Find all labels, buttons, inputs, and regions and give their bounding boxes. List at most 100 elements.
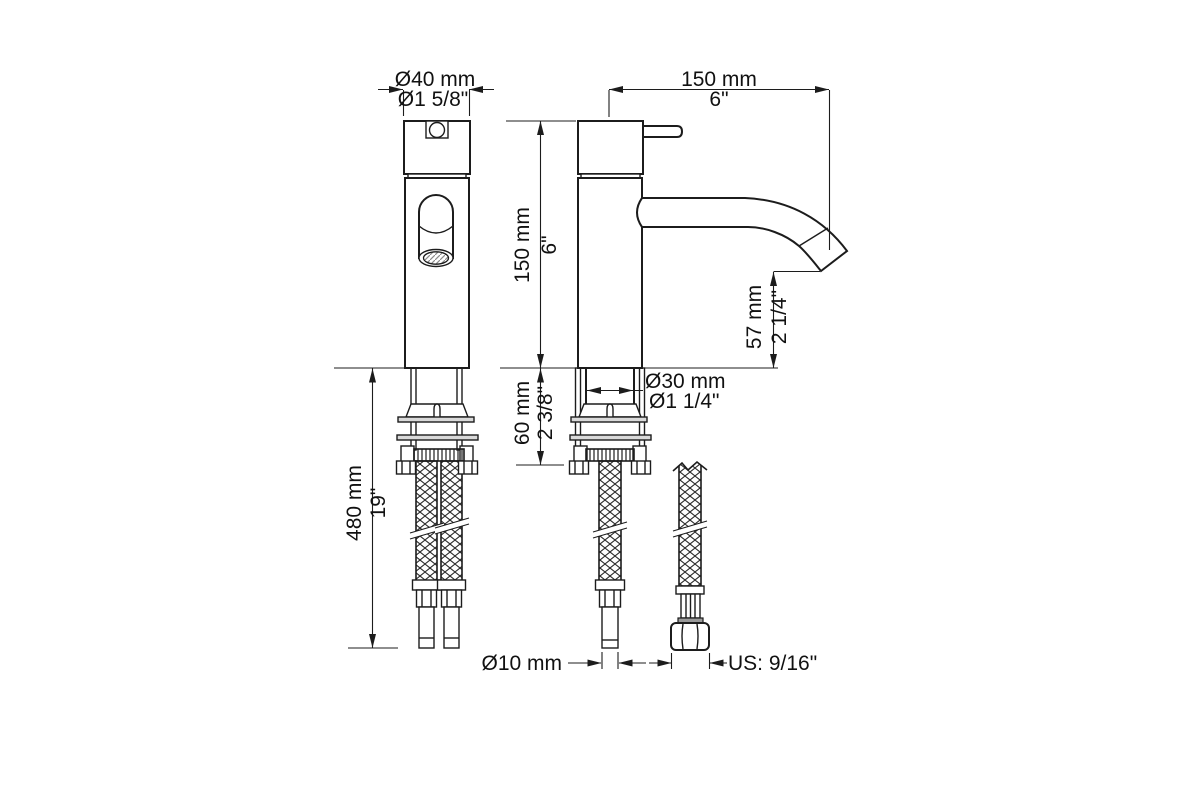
hose-collar	[675, 585, 705, 595]
dim-label-mm: 60 mm	[511, 381, 534, 445]
spout-side	[636, 197, 849, 273]
dim-hose-length: 480 mm 19"	[334, 367, 404, 649]
arrowhead	[619, 387, 633, 394]
mounting-hardware-side	[568, 403, 652, 475]
faucet-body	[577, 177, 643, 369]
hose-connector	[415, 589, 438, 608]
handle-lever	[642, 125, 684, 138]
dim-label-mm: 57 mm	[743, 285, 766, 349]
dim-label-inch: 2 1/4"	[768, 290, 791, 344]
hose-break-mark	[672, 520, 708, 538]
supply-hose-side	[592, 460, 628, 649]
arrowhead	[369, 634, 376, 648]
hose-collar	[594, 579, 626, 591]
dim-spout-reach: 150 mm 6"	[608, 68, 831, 250]
hex-facets	[681, 623, 699, 650]
dim-handle-width: Ø40 mm Ø1 5/8"	[378, 68, 494, 116]
bolt-head	[457, 460, 479, 475]
bolt-facets	[636, 461, 646, 474]
base-plate	[397, 416, 475, 423]
copper-pipe	[418, 606, 435, 649]
knurled-locknut	[585, 448, 635, 462]
braided-hose	[598, 460, 622, 582]
bolt-head	[568, 460, 590, 475]
dim-label-inch: 6"	[538, 235, 561, 254]
arrowhead	[369, 368, 376, 383]
spout-tip-line	[798, 227, 829, 247]
stud-nut	[400, 445, 415, 463]
hose-torn-edge	[672, 460, 708, 472]
shank	[585, 367, 635, 406]
arrowhead	[537, 121, 544, 135]
arrowhead	[537, 451, 544, 465]
arrowhead	[537, 368, 544, 383]
arrowhead	[389, 86, 403, 93]
mounting-hardware-front	[395, 403, 479, 475]
aerator	[422, 251, 450, 265]
hose-collar	[411, 579, 442, 591]
dim-shank-diameter: Ø30 mm Ø1 1/4"	[587, 370, 726, 413]
dim-spout-height: 57 mm 2 1/4"	[500, 270, 820, 369]
dim-label-mm: 150 mm	[511, 207, 534, 283]
arrowhead	[587, 659, 602, 667]
spout-curve-line	[418, 225, 454, 234]
hose-break-mark	[593, 522, 627, 538]
dim-label-mm: Ø10 mm	[481, 652, 562, 675]
dim-body-height: 150 mm 6"	[506, 120, 576, 368]
arrowhead	[587, 387, 601, 394]
arrowhead	[657, 659, 672, 667]
lever-end-circle	[428, 121, 446, 139]
arrowhead	[609, 86, 623, 93]
arrowhead	[815, 86, 829, 93]
bolt-facets	[401, 461, 411, 474]
bolt-facets	[463, 461, 473, 474]
supply-hoses-front	[409, 460, 470, 649]
dim-label-inch: Ø1 5/8"	[398, 88, 469, 111]
dimension-annotations: Ø40 mm Ø1 5/8" 150 mm 6" 150 mm 6"	[334, 68, 831, 675]
dim-connector-size: US: 9/16"	[649, 652, 817, 675]
bolt-facets	[574, 461, 584, 474]
spout-front	[418, 194, 454, 268]
stud-nut	[573, 445, 588, 463]
washer-plate	[569, 434, 652, 441]
dim-label-inch: 2 3/8"	[534, 386, 557, 440]
bolt-head	[395, 460, 417, 475]
handle-block	[577, 120, 644, 175]
connector-ribs	[446, 590, 457, 607]
dim-under-deck: 60 mm 2 3/8"	[511, 368, 564, 466]
arrowhead	[537, 354, 544, 368]
hose-connector	[598, 589, 622, 608]
spout-outline	[636, 197, 849, 273]
side-view	[568, 120, 849, 649]
connector-ribs	[604, 590, 615, 607]
hose-collar	[436, 579, 467, 591]
base-plate	[570, 416, 648, 423]
thread-lines	[685, 594, 696, 618]
hose-break-mark	[673, 521, 707, 537]
arrowhead	[709, 659, 724, 667]
washer-plate	[396, 434, 479, 441]
hose-break-mark	[592, 521, 628, 539]
bolt-head	[630, 460, 652, 475]
dim-label-inch: 6"	[709, 88, 728, 111]
dim-label-mm: 480 mm	[343, 465, 366, 541]
copper-pipe	[601, 606, 619, 649]
dim-pipe-diameter: Ø10 mm	[481, 652, 646, 675]
dim-label-mm: Ø40 mm	[395, 68, 476, 91]
dim-label-inch: Ø1 1/4"	[649, 390, 720, 413]
dim-label-connector: US: 9/16"	[728, 652, 817, 675]
arrowhead	[770, 272, 777, 286]
front-view	[395, 120, 479, 649]
connector-ribs	[421, 590, 432, 607]
hose-break-mark	[410, 523, 444, 539]
copper-pipe	[443, 606, 460, 649]
arrowhead	[469, 86, 483, 93]
hose-connector	[440, 589, 463, 608]
spout-silhouette	[418, 194, 454, 259]
arrowhead	[618, 659, 633, 667]
hex-connector-nut	[670, 622, 710, 651]
hose-break-mark	[435, 518, 469, 534]
hose-break-mark	[434, 517, 470, 535]
